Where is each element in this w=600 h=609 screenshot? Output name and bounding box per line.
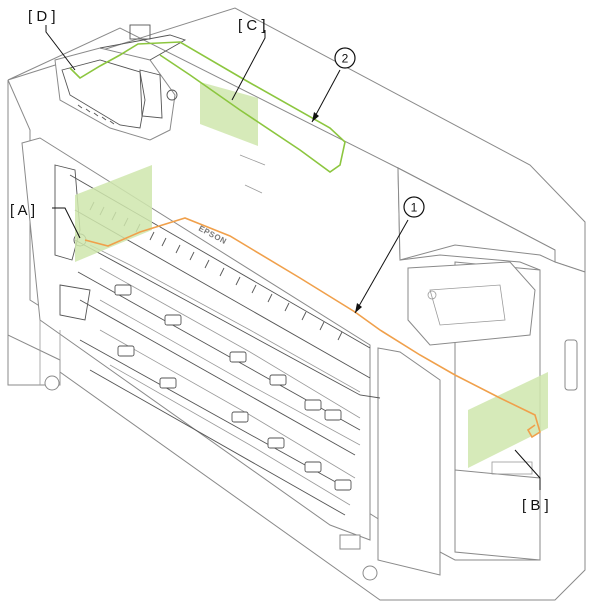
top-unit (54, 24, 187, 141)
front-opening (21, 137, 371, 541)
leader-lines (45, 25, 541, 490)
right-column (397, 167, 556, 263)
lower-right-panel (454, 469, 541, 561)
highlight-zone-c (200, 82, 258, 146)
callout-2-number: 2 (342, 52, 349, 66)
center-door (377, 347, 441, 576)
callout-1: 1 (403, 196, 425, 218)
caster-wheels (44, 375, 378, 581)
label-d: [ D ] (28, 8, 56, 25)
leader-d (45, 25, 76, 71)
cable-route-2 (69, 41, 346, 173)
cable-route-1 (84, 217, 541, 439)
label-c: [ C ] (238, 17, 266, 34)
callout-1-number: 1 (411, 201, 418, 215)
highlight-zone-b (468, 372, 548, 468)
label-b: [ B ] (522, 497, 549, 514)
leader-a (52, 207, 81, 239)
leader-2 (311, 69, 341, 123)
leader-b (514, 449, 541, 490)
leader-c (231, 30, 266, 101)
leader-arrowheads (312, 112, 362, 313)
leader-1 (354, 219, 409, 314)
label-a: [ A ] (10, 202, 35, 219)
tray-clips (114, 284, 352, 491)
control-panel (407, 261, 536, 346)
callout-2: 2 (334, 47, 356, 69)
highlight-zones (75, 82, 548, 468)
highlight-zone-a (75, 165, 152, 262)
side-handle (564, 339, 578, 391)
